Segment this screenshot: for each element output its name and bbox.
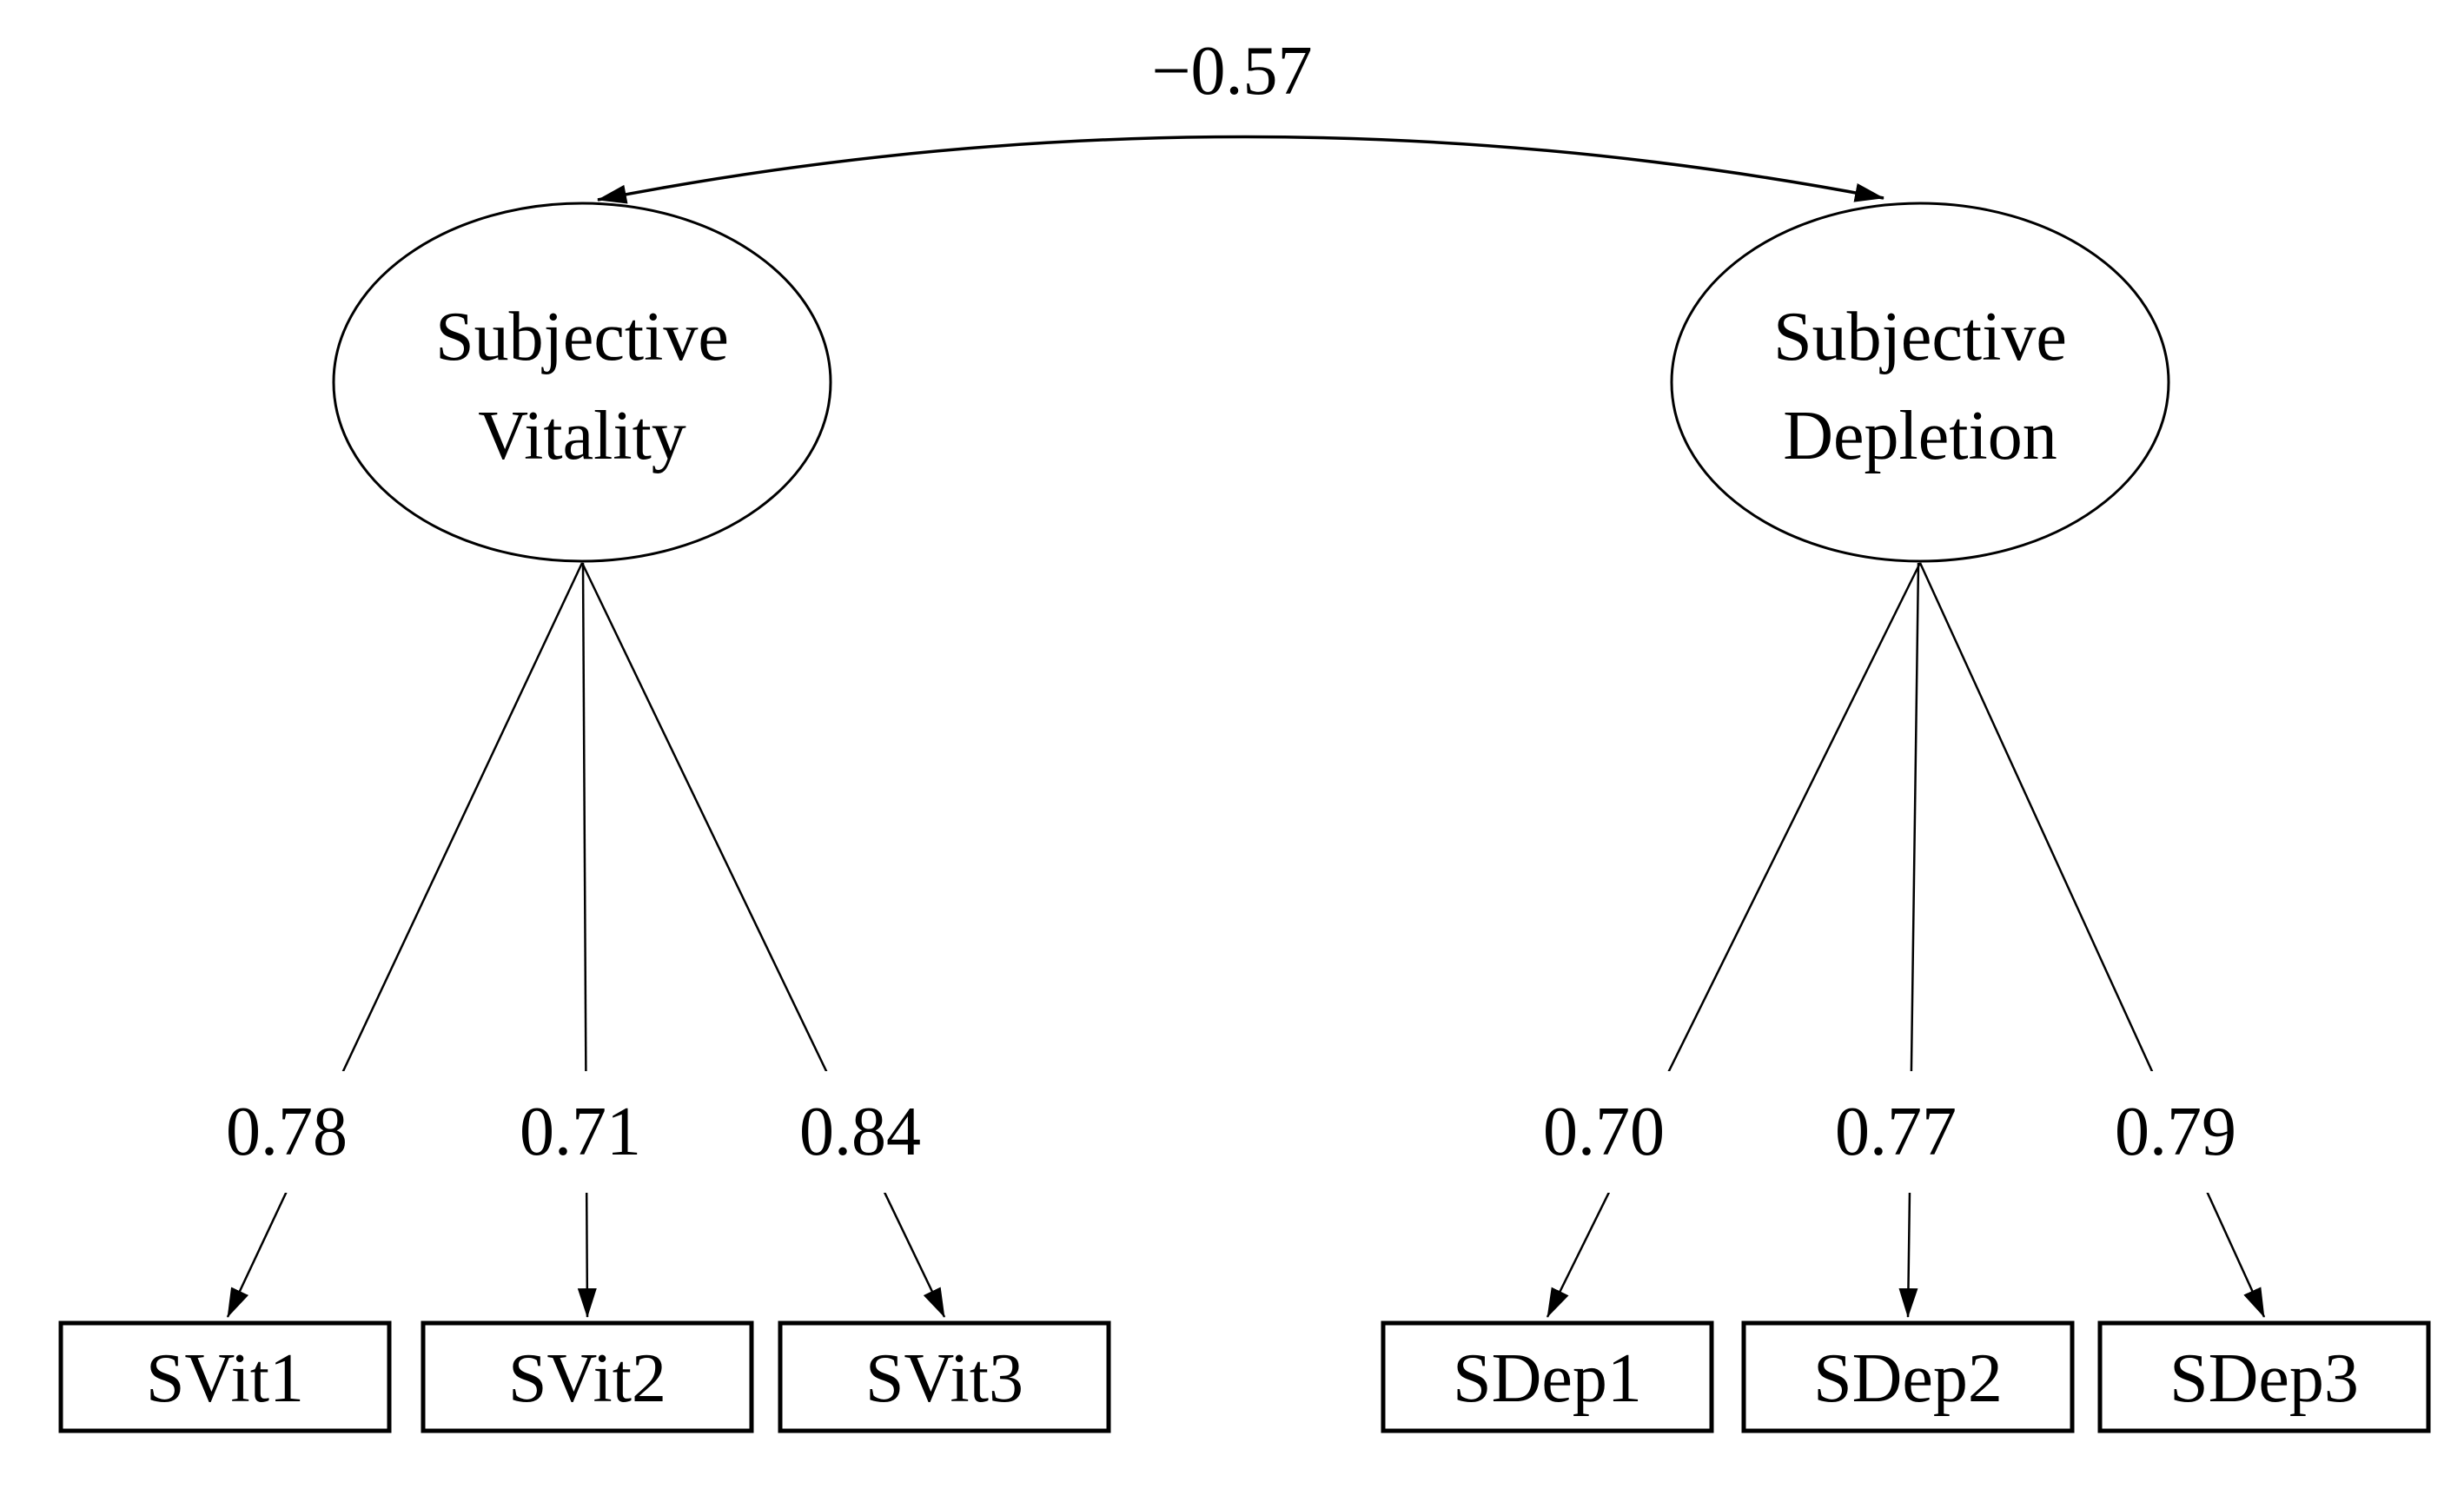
loading-path-svit2 bbox=[577, 562, 597, 1318]
indicator-box-sdep1 bbox=[1381, 1320, 1714, 1433]
loading-label-backdrop bbox=[1517, 1071, 1691, 1193]
indicator-box-sdep3 bbox=[2097, 1320, 2431, 1433]
loading-label-backdrop bbox=[2089, 1071, 2262, 1193]
indicator-label: SDep1 bbox=[1453, 1340, 1642, 1417]
indicator-label: SDep3 bbox=[2169, 1340, 2359, 1417]
indicator-box-sdep2 bbox=[1741, 1320, 2075, 1433]
loading-label-backdrop bbox=[1809, 1071, 1983, 1193]
loading-value-label: 0.84 bbox=[799, 1094, 921, 1170]
indicator-box-svit1 bbox=[58, 1320, 392, 1433]
latent-label-line: Vitality bbox=[478, 398, 686, 474]
latent-label-line: Subjective bbox=[435, 299, 729, 375]
indicator-label: SVit3 bbox=[865, 1340, 1023, 1417]
loading-value-label: 0.79 bbox=[2115, 1094, 2236, 1170]
indicator-label: SVit1 bbox=[146, 1340, 304, 1417]
loading-path-sdep3 bbox=[1918, 562, 2266, 1318]
loading-value-label: 0.77 bbox=[1835, 1094, 1957, 1170]
indicator-box-svit3 bbox=[778, 1320, 1111, 1433]
loading-label-backdrop bbox=[200, 1071, 374, 1193]
covariance-double-arrow bbox=[597, 135, 1884, 204]
indicator-box-svit2 bbox=[421, 1320, 754, 1433]
latent-label-line: Subjective bbox=[1773, 299, 2067, 375]
loading-label-backdrop bbox=[493, 1071, 667, 1193]
indicator-label: SDep2 bbox=[1813, 1340, 2003, 1417]
loading-value-label: 0.78 bbox=[226, 1094, 348, 1170]
indicator-label: SVit2 bbox=[508, 1340, 666, 1417]
loading-label-backdrop bbox=[773, 1071, 947, 1193]
latent-ellipse-subjective-depletion bbox=[1670, 202, 2170, 563]
loading-path-svit1 bbox=[226, 562, 584, 1318]
loading-value-label: 0.70 bbox=[1543, 1094, 1665, 1170]
loading-path-sdep1 bbox=[1546, 562, 1922, 1318]
covariance-value-label: −0.57 bbox=[1151, 33, 1312, 109]
latent-ellipse-subjective-vitality bbox=[332, 202, 832, 563]
loading-value-label: 0.71 bbox=[520, 1094, 641, 1170]
loading-path-svit3 bbox=[580, 562, 946, 1318]
latent-label-line: Depletion bbox=[1783, 398, 2057, 474]
loading-path-sdep2 bbox=[1898, 562, 1920, 1318]
